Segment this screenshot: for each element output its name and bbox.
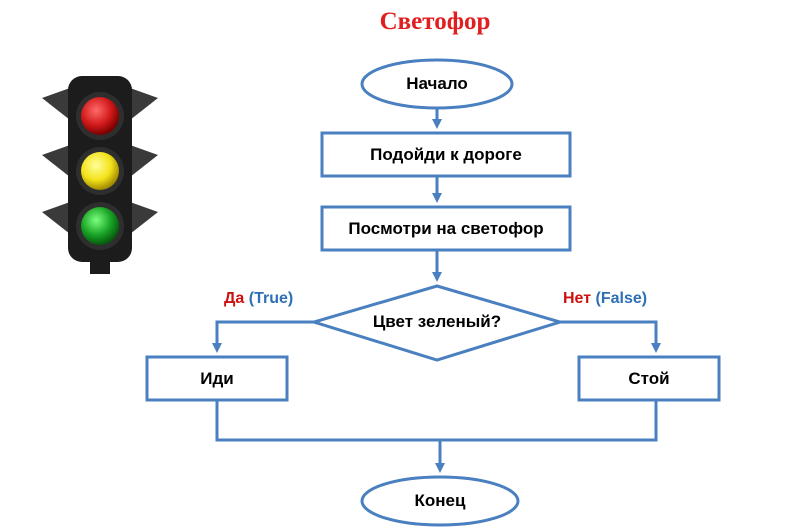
true-branch-label: Да (True): [224, 290, 293, 308]
decision-shape: [308, 284, 566, 362]
false-branch-label: Нет (False): [563, 290, 647, 308]
step-look-light-shape: [320, 205, 572, 252]
step-approach-road-label: Подойди к дороге: [370, 145, 522, 164]
red-light-icon: [81, 97, 119, 135]
connector-merge: [215, 400, 658, 442]
true-branch-label-ru: Да: [224, 290, 245, 307]
false-branch-label-en: (False): [595, 290, 648, 307]
connector-decision-true: [212, 320, 314, 353]
end-terminal-shape: [360, 475, 520, 527]
true-branch-label-en: (True): [248, 290, 294, 307]
start-label: Начало: [406, 74, 468, 93]
stop-action-shape: [577, 355, 721, 402]
decision-label: Цвет зеленый?: [372, 312, 502, 331]
go-action-shape: [145, 355, 289, 402]
step-look-light-label: Посмотри на светофор: [348, 219, 544, 238]
go-label: Иди: [200, 369, 234, 388]
step-approach-road-shape: [320, 131, 572, 178]
yellow-light-icon: [81, 152, 119, 190]
stop-label: Стой: [628, 369, 670, 388]
diagram-title: Светофор: [379, 8, 491, 35]
traffic-light-icon: [42, 76, 158, 274]
connector-decision-false: [560, 320, 661, 353]
end-label: Конец: [414, 491, 466, 510]
green-light-icon: [81, 207, 119, 245]
false-branch-label-ru: Нет: [563, 290, 592, 307]
